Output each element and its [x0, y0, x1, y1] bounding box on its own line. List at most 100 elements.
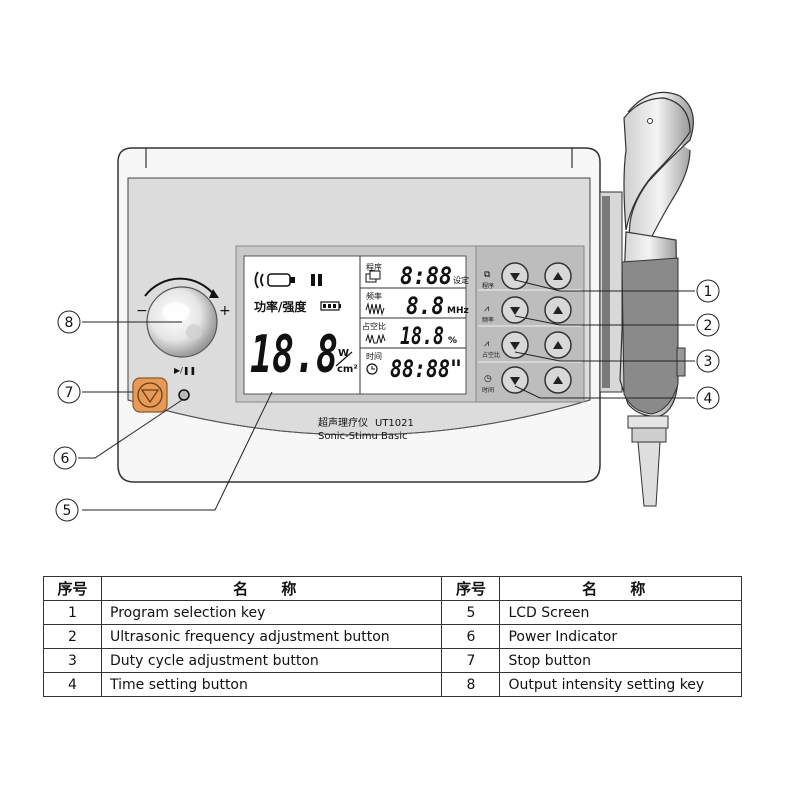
- callout-1: 1: [696, 279, 720, 303]
- frequency-unit: MHz: [447, 306, 469, 316]
- device-diagram: 功率/强度 18.8 W cm² 程序 8:88 设定 频率 8.8 MHz 占…: [53, 91, 720, 522]
- time-label: 时间: [366, 351, 382, 361]
- legend-num: 7: [441, 648, 501, 673]
- battery-icon: [320, 301, 341, 311]
- legend-header-name-2: 名 称: [499, 576, 742, 601]
- power-intensity-label: 功率/强度: [254, 299, 307, 314]
- device-model: UT1021: [375, 418, 414, 429]
- callout-3: 3: [696, 349, 720, 373]
- frequency-label: 频率: [366, 291, 382, 301]
- play-pause-label: ▶/❚❚: [174, 366, 196, 375]
- duty-unit: %: [448, 336, 457, 346]
- duty-cycle-up-button[interactable]: [544, 331, 572, 359]
- power-value: 18.8: [250, 325, 338, 385]
- callout-8: 8: [57, 310, 81, 334]
- triangle-up-icon: [553, 341, 563, 349]
- frequency-down-button[interactable]: [501, 296, 529, 324]
- keypad-label-duty-cycle: 占空比: [482, 351, 500, 359]
- ultrasound-wave-icon: [254, 271, 295, 289]
- knob-plus-label: +: [219, 303, 231, 319]
- callout-number: 7: [65, 385, 74, 401]
- legend-name: Output intensity setting key: [499, 672, 742, 697]
- triangle-down-icon: [510, 273, 520, 281]
- triangle-down-icon: [510, 307, 520, 315]
- callout-number: 5: [63, 503, 72, 519]
- callout-5: 5: [55, 498, 79, 522]
- time-up-button[interactable]: [544, 366, 572, 394]
- callout-number: 1: [704, 284, 713, 300]
- legend-name: LCD Screen: [499, 600, 742, 625]
- program-icon: [365, 270, 381, 283]
- callout-lines: [78, 279, 695, 511]
- triangle-up-icon: [553, 306, 563, 314]
- time-key-icon: ◷: [484, 374, 492, 384]
- legend-header-name-1: 名 称: [100, 576, 443, 601]
- frequency-value: 8.8: [406, 292, 444, 320]
- callout-number: 3: [704, 354, 713, 370]
- duty-label: 占空比: [362, 321, 386, 331]
- power-unit-bottom: cm²: [337, 364, 358, 375]
- keypad-label-time: 时间: [482, 386, 494, 394]
- program-key-icon: ⧉: [484, 270, 491, 280]
- legend-num: 6: [441, 624, 501, 649]
- legend-name: Program selection key: [100, 600, 443, 625]
- legend-row: 2 Ultrasonic frequency adjustment button…: [43, 624, 742, 649]
- legend-name: Ultrasonic frequency adjustment button: [100, 624, 443, 649]
- callout-2: 2: [696, 313, 720, 337]
- legend-row: 1 Program selection key 5 LCD Screen: [43, 600, 742, 625]
- keypad-label-program: 程序: [482, 282, 494, 290]
- callout-number: 2: [704, 318, 713, 334]
- power-unit-top: W: [338, 348, 349, 359]
- lcd-screen: 功率/强度 18.8 W cm² 程序 8:88 设定 频率 8.8 MHz 占…: [235, 245, 477, 403]
- frequency-key-icon: ⩘: [484, 304, 489, 314]
- triangle-down-icon: [510, 342, 520, 350]
- callout-number: 6: [61, 451, 70, 467]
- legend-header-num-2: 序号: [441, 576, 501, 601]
- keypad-label-frequency: 频率: [482, 316, 494, 324]
- duty-cycle-down-button[interactable]: [501, 331, 529, 359]
- stop-button[interactable]: [132, 377, 168, 413]
- program-down-button[interactable]: [501, 262, 529, 290]
- legend-row: 3 Duty cycle adjustment button 7 Stop bu…: [43, 648, 742, 673]
- power-indicator-led: [178, 389, 190, 401]
- duty-cycle-key-icon: ⩘: [484, 339, 489, 349]
- legend-header-num-1: 序号: [43, 576, 102, 601]
- legend-num: 2: [43, 624, 102, 649]
- ultrasound-probe: [619, 91, 694, 507]
- frequency-up-button[interactable]: [544, 296, 572, 324]
- callout-4: 4: [696, 386, 720, 410]
- callout-6: 6: [53, 446, 77, 470]
- legend-num: 4: [43, 672, 102, 697]
- program-value: 8:88: [400, 262, 452, 290]
- duty-value: 18.8: [400, 322, 444, 350]
- legend-name: Time setting button: [100, 672, 443, 697]
- clock-icon: [366, 363, 378, 375]
- time-value: 88:88": [390, 355, 462, 383]
- program-suffix: 设定: [453, 275, 469, 285]
- legend-num: 5: [441, 600, 501, 625]
- callout-number: 8: [65, 315, 74, 331]
- legend-num: 1: [43, 600, 102, 625]
- legend-num: 3: [43, 648, 102, 673]
- program-up-button[interactable]: [544, 262, 572, 290]
- pause-icon: [311, 274, 322, 286]
- program-label: 程序: [366, 262, 382, 272]
- legend-num: 8: [441, 672, 501, 697]
- legend-name: Duty cycle adjustment button: [100, 648, 443, 673]
- knob-minus-label: −: [136, 303, 148, 319]
- device-name-cn: 超声理疗仪: [318, 416, 368, 429]
- duty-wave-icon: [365, 333, 386, 344]
- callout-7: 7: [57, 380, 81, 404]
- legend-name: Stop button: [499, 648, 742, 673]
- legend-table: 序号 名 称 序号 名 称 1 Program selection key 5 …: [43, 576, 742, 697]
- triangle-up-icon: [553, 376, 563, 384]
- frequency-wave-icon: [365, 302, 385, 316]
- callout-number: 4: [704, 391, 713, 407]
- time-down-button[interactable]: [501, 366, 529, 394]
- triangle-down-icon: [510, 377, 520, 385]
- legend-name: Power Indicator: [499, 624, 742, 649]
- triangle-down-icon: [140, 389, 160, 404]
- triangle-up-icon: [553, 272, 563, 280]
- device-name-en: Sonic-Stimu Basic: [318, 431, 407, 442]
- legend-row: 4 Time setting button 8 Output intensity…: [43, 672, 742, 697]
